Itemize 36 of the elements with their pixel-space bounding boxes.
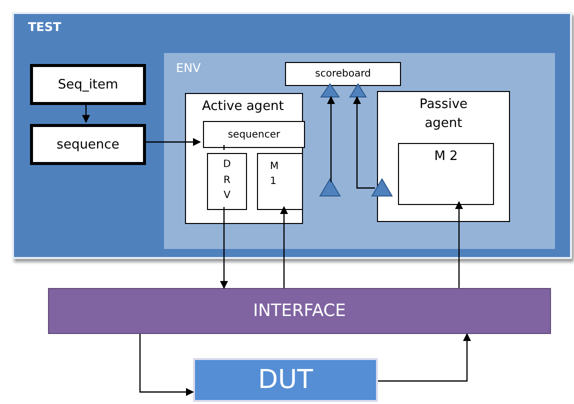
arrow (327, 96, 335, 182)
box-label: DUT (258, 365, 313, 395)
bar-label: INTERFACE (253, 301, 346, 321)
arrow (144, 138, 201, 146)
interface-bar (48, 288, 551, 334)
connector-line (223, 145, 225, 150)
box-label: Seq_item (58, 77, 118, 92)
test-container (12, 12, 572, 259)
arrow (353, 96, 375, 189)
arrow (280, 206, 288, 288)
component-box (285, 62, 401, 86)
process-box (30, 64, 146, 105)
container-title: TEST (28, 20, 62, 34)
component-box (398, 143, 494, 205)
agent-title: Passive agent (418, 96, 469, 133)
env-container (164, 53, 555, 249)
arrow (139, 334, 194, 396)
box-label: D R V (222, 158, 232, 203)
box-label: scoreboard (315, 68, 371, 80)
component-box (203, 121, 305, 148)
component-box (207, 153, 247, 210)
agent-title: Active agent (202, 99, 284, 114)
agent-box (185, 93, 303, 224)
arrow (82, 103, 90, 123)
dut-box (193, 358, 378, 402)
box-label: M 1 (270, 160, 280, 188)
box-label: sequence (56, 137, 120, 152)
arrow (455, 201, 463, 288)
box-label: M 2 (433, 149, 459, 164)
arrow (378, 333, 471, 382)
container-title: ENV (176, 61, 201, 75)
box-label: sequencer (228, 129, 280, 140)
agent-box (377, 91, 510, 222)
process-box (30, 124, 146, 165)
component-box (257, 153, 303, 210)
arrow (220, 207, 228, 289)
